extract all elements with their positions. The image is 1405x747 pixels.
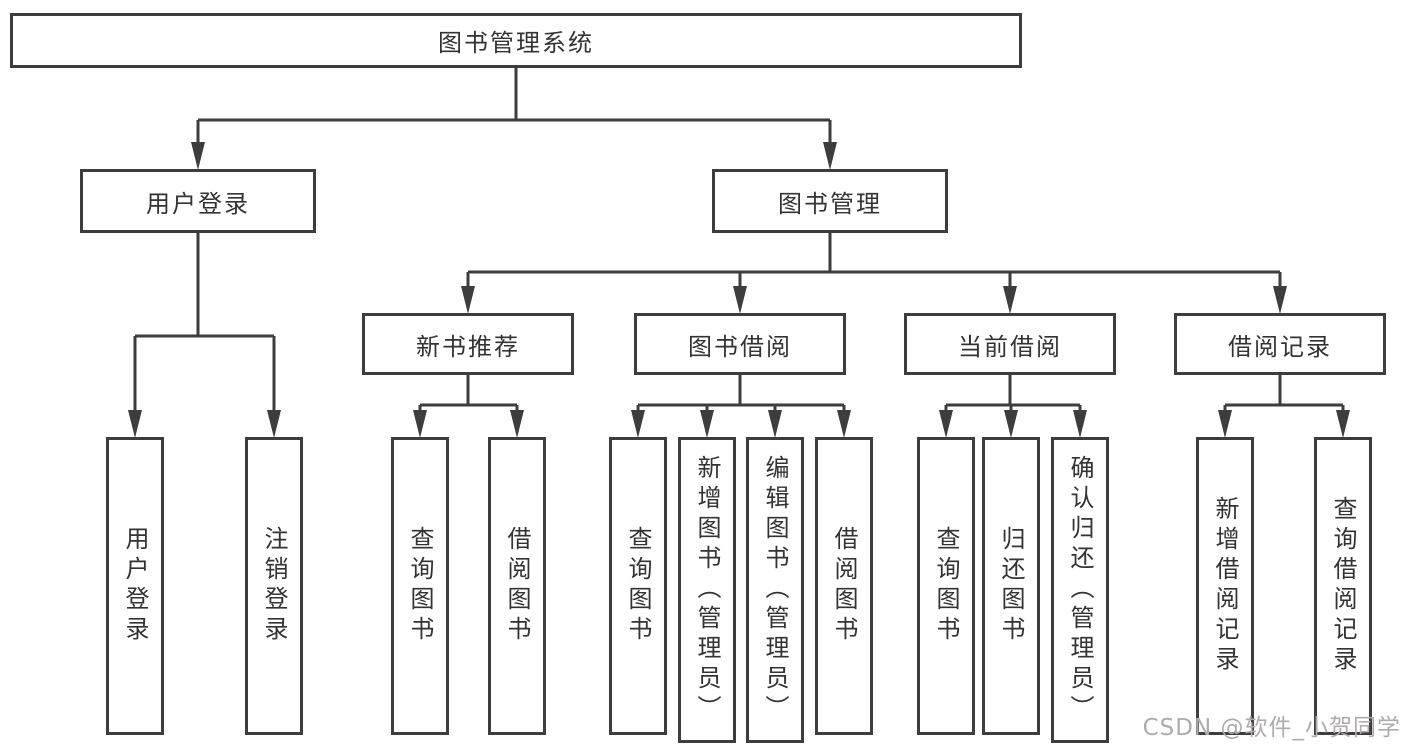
leaf-borrowing-add-books-admin: 新增图书（管理员） — [678, 437, 736, 743]
node-book-management: 图书管理 — [712, 169, 948, 233]
leaf-logout-login: 注销登录 — [245, 437, 303, 735]
leaf-label: 确认归还（管理员） — [1066, 455, 1094, 725]
leaf-label: 归还图书 — [997, 526, 1025, 646]
leaf-current-query-books: 查询图书 — [917, 437, 975, 735]
leaf-label: 编辑图书（管理员） — [761, 455, 789, 725]
leaf-label: 新增图书（管理员） — [693, 455, 721, 725]
node-current-borrowing: 当前借阅 — [904, 313, 1116, 375]
leaf-borrowing-query-books: 查询图书 — [609, 437, 667, 735]
leaf-current-confirm-return-admin: 确认归还（管理员） — [1051, 437, 1109, 743]
leaf-label: 借阅图书 — [830, 526, 858, 646]
leaf-label: 查询图书 — [932, 526, 960, 646]
leaf-records-add-record: 新增借阅记录 — [1196, 437, 1254, 735]
leaf-label: 查询图书 — [624, 526, 652, 646]
leaf-label: 新增借阅记录 — [1211, 496, 1239, 676]
node-user-login: 用户登录 — [80, 169, 316, 233]
node-book-borrowing: 图书借阅 — [634, 313, 846, 375]
leaf-label: 借阅图书 — [503, 526, 531, 646]
arrow-down-icons — [128, 142, 1350, 438]
leaf-borrowing-edit-books-admin: 编辑图书（管理员） — [746, 437, 804, 743]
tree-edges — [133, 68, 1345, 418]
leaf-label: 查询借阅记录 — [1329, 496, 1357, 676]
leaf-recommend-borrow-books: 借阅图书 — [488, 437, 546, 735]
node-root: 图书管理系统 — [10, 13, 1022, 68]
leaf-recommend-query-books: 查询图书 — [391, 437, 449, 735]
leaf-current-return-books: 归还图书 — [982, 437, 1040, 735]
leaf-label: 用户登录 — [121, 526, 149, 646]
node-borrowing-records: 借阅记录 — [1174, 313, 1386, 375]
leaf-records-query-record: 查询借阅记录 — [1314, 437, 1372, 735]
csdn-watermark: CSDN @软件_小贺同学 — [1142, 715, 1401, 741]
leaf-label: 注销登录 — [260, 526, 288, 646]
node-new-book-recommend: 新书推荐 — [362, 313, 574, 375]
leaf-user-login: 用户登录 — [106, 437, 164, 735]
leaf-borrowing-borrow-books: 借阅图书 — [815, 437, 873, 735]
leaf-label: 查询图书 — [406, 526, 434, 646]
